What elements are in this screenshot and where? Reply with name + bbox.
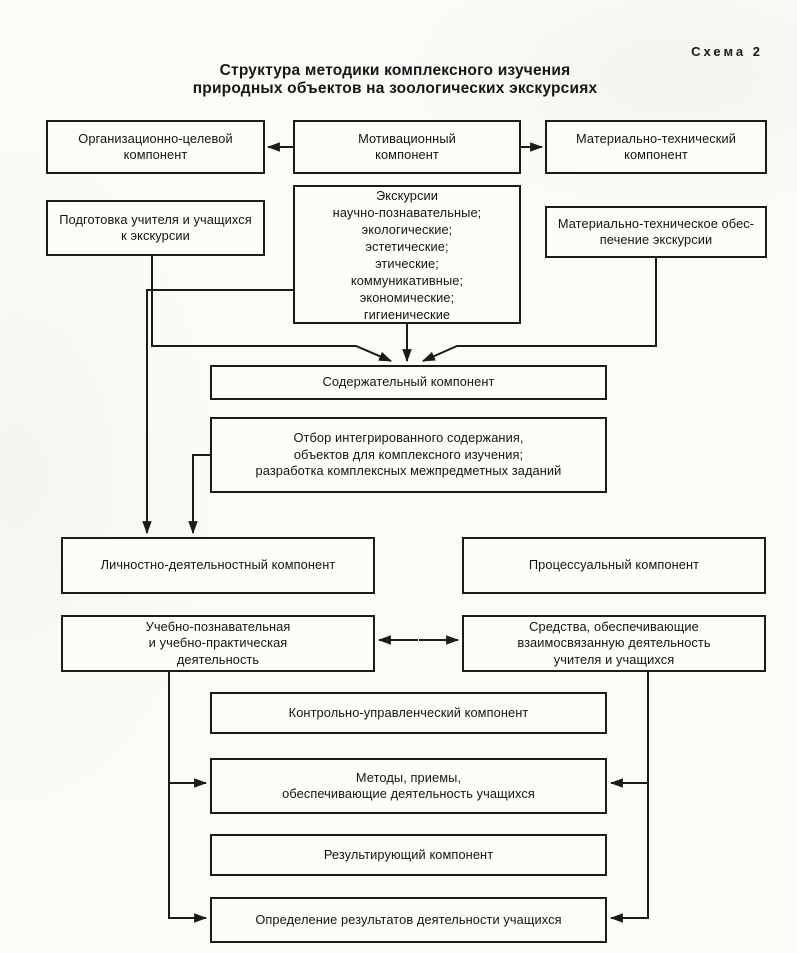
- node-excursions-label: Экскурсии научно-познавательные; экологи…: [332, 187, 482, 322]
- node-methods: Методы, приемы, обеспечивающие деятельно…: [210, 758, 607, 814]
- node-control-label: Контрольно-управленческий компонент: [288, 704, 529, 720]
- node-organizational-component: Организационно-целевой компонент: [46, 120, 265, 174]
- node-means-label: Средства, обеспечивающие взаимосвязанную…: [517, 618, 711, 667]
- node-resulting-component: Результирующий компонент: [210, 834, 607, 876]
- node-material-technical-label: Материально-технический компонент: [576, 130, 736, 163]
- node-organizational-label: Организационно-целевой компонент: [78, 130, 233, 163]
- node-content-label: Содержательный компонент: [322, 374, 495, 390]
- arrow-excursions-to-personal-activity: [142, 289, 293, 535]
- arrow-activity-to-results: [168, 672, 208, 923]
- node-preparation: Подготовка учителя и учащихся к экскурси…: [46, 200, 265, 256]
- node-motivational-component: Мотивационный компонент: [293, 120, 521, 174]
- node-personal-activity-component: Личностно-деятельностный компонент: [61, 537, 375, 594]
- node-content-component: Содержательный компонент: [210, 365, 607, 400]
- node-material-support-label: Материально-техническое обес- печение эк…: [557, 215, 755, 248]
- node-results-determination-label: Определение результатов деятельности уча…: [255, 911, 562, 927]
- node-educational-activity: Учебно-познавательная и учебно-практичес…: [61, 615, 375, 672]
- node-personal-activity-label: Личностно-деятельностный компонент: [100, 557, 336, 573]
- node-procedural-component: Процессуальный компонент: [462, 537, 766, 594]
- node-preparation-label: Подготовка учителя и учащихся к экскурси…: [59, 211, 252, 244]
- node-educational-activity-label: Учебно-познавательная и учебно-практичес…: [145, 618, 291, 667]
- diagram-title: Структура методики комплексного изучения…: [192, 62, 598, 97]
- node-procedural-label: Процессуальный компонент: [528, 557, 700, 573]
- node-selection: Отбор интегрированного содержания, объек…: [210, 417, 607, 493]
- node-methods-label: Методы, приемы, обеспечивающие деятельно…: [282, 769, 535, 802]
- node-excursions: Экскурсии научно-познавательные; экологи…: [293, 185, 521, 324]
- node-means: Средства, обеспечивающие взаимосвязанную…: [462, 615, 766, 672]
- node-results-determination: Определение результатов деятельности уча…: [210, 897, 607, 943]
- node-material-technical-component: Материально-технический компонент: [545, 120, 767, 174]
- node-resulting-label: Результирующий компонент: [323, 846, 494, 862]
- arrow-means-to-results: [609, 672, 649, 923]
- scheme-number-label: Схема 2: [691, 44, 763, 59]
- node-selection-label: Отбор интегрированного содержания, объек…: [255, 430, 562, 479]
- node-control-component: Контрольно-управленческий компонент: [210, 692, 607, 734]
- node-material-support: Материально-техническое обес- печение эк…: [545, 206, 767, 258]
- node-motivational-label: Мотивационный компонент: [358, 130, 456, 163]
- arrow-selection-to-personal-activity: [188, 454, 210, 535]
